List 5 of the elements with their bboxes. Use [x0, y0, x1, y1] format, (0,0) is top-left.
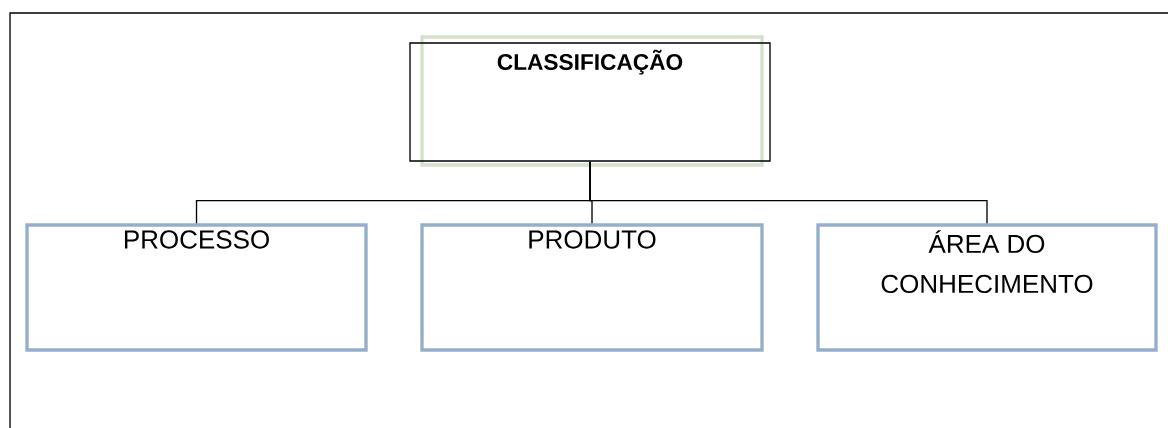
connector-line	[589, 161, 988, 224]
category-box: PROCESSO	[25, 223, 368, 352]
category-box: ÁREA DO CONHECIMENTO	[816, 223, 1158, 352]
root-box: CLASSIFICAÇÃO	[409, 35, 771, 167]
category-box: PRODUTO	[420, 223, 764, 352]
